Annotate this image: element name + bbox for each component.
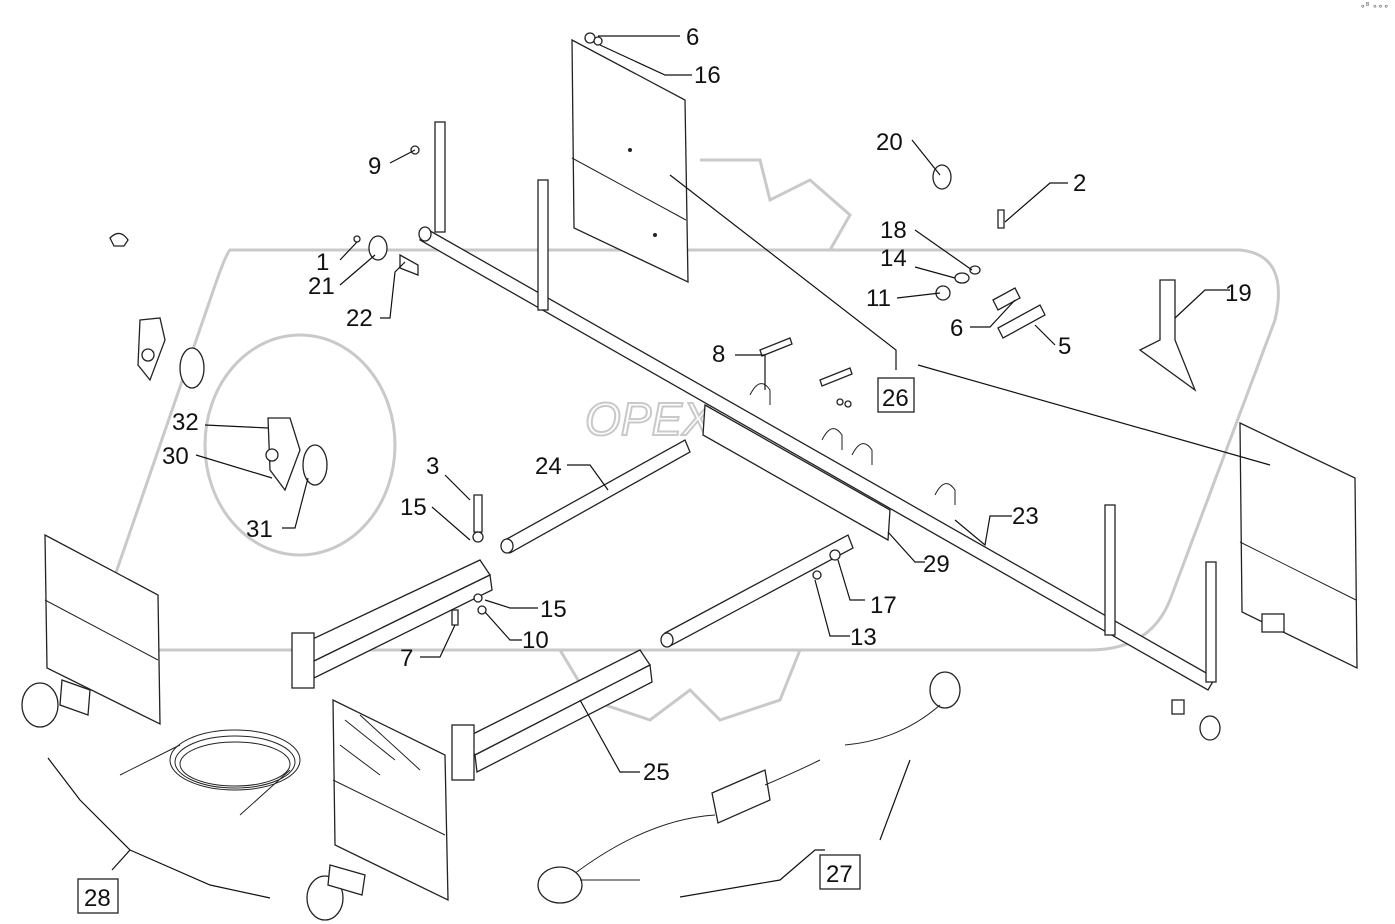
corner-mark: ∘⁸ ∘∘∘ [1359,2,1389,12]
label-21: 21 [308,273,335,300]
label-23: 23 [1012,503,1039,530]
upper-warning-plate [571,38,689,284]
tail-light-right [844,671,961,746]
label-32: 32 [172,409,199,436]
tail-light-bottom [306,864,366,921]
mounting-bracket-bar [702,403,891,542]
label-8: 8 [712,341,725,368]
right-warning-plate [1239,421,1358,670]
label-20: 20 [876,129,903,156]
label-31: 31 [246,516,273,543]
label-15-second: 15 [540,596,567,623]
label-17: 17 [870,592,897,619]
left-warning-plate [44,533,161,726]
label-25: 25 [643,759,670,786]
label-22: 22 [346,305,373,332]
label-26: 26 [882,385,909,412]
label-11: 11 [866,285,891,312]
label-15: 15 [400,494,427,521]
label-19: 19 [1225,280,1252,307]
label-28: 28 [84,885,111,912]
label-1: 1 [316,249,329,276]
label-6: 6 [686,24,699,51]
leader-lines [47,35,1271,899]
label-box-27 [819,854,861,890]
square-beam-left [291,559,493,689]
watermark-letter: OPEX [585,393,715,445]
lamp-bracket-upper [137,317,205,389]
lower-warning-plate [332,698,449,902]
square-beam-center [451,649,653,781]
label-27: 27 [826,861,853,888]
label-9: 9 [368,153,381,180]
label-18: 18 [880,217,907,244]
label-6-second: 6 [950,315,963,342]
label-14: 14 [880,245,907,272]
rear-crossbar-tube [418,121,1217,691]
round-tube-center [660,534,854,648]
tail-light-left [21,679,91,728]
side-bracket [1138,279,1197,392]
part-labels: 6 16 9 20 2 18 14 11 6 5 19 1 21 22 8 26… [84,24,1252,912]
hardware [109,32,1221,741]
label-3: 3 [426,453,439,480]
label-7: 7 [400,645,413,672]
label-30: 30 [162,443,189,470]
label-box-26 [877,377,915,413]
label-10: 10 [522,627,549,654]
watermark-logo: OPEX [105,158,1280,722]
label-2: 2 [1073,170,1086,197]
label-24: 24 [535,453,562,480]
label-5: 5 [1058,333,1071,360]
label-box-28 [77,878,119,914]
cable-coil [119,729,301,816]
label-29: 29 [923,551,950,578]
u-bolts [749,383,956,505]
label-16: 16 [694,62,721,89]
lamp-bracket-lower [265,417,328,492]
wiring-harness [537,759,821,904]
label-13: 13 [850,624,877,651]
round-tube-24 [500,439,691,554]
